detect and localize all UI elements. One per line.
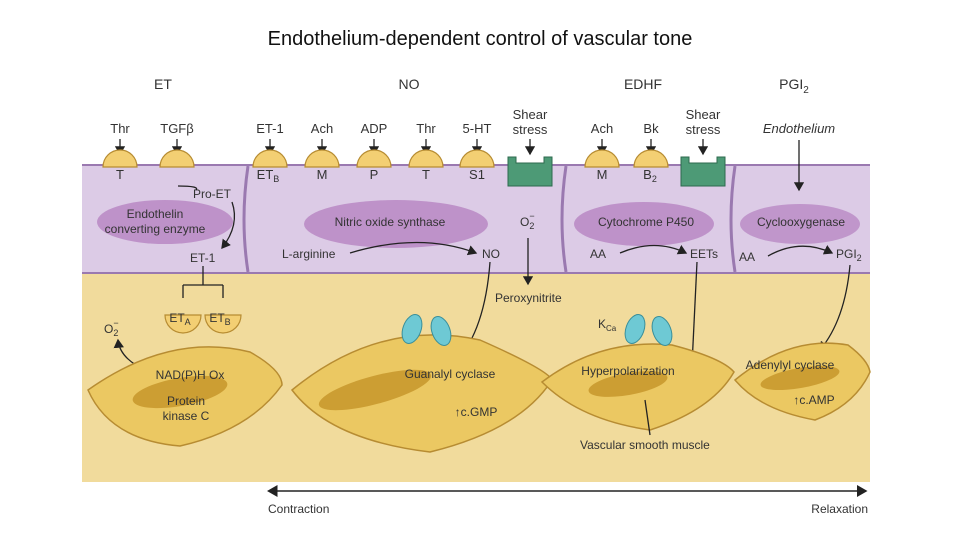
cell-junction	[560, 165, 568, 273]
slide-title: Endothelium-dependent control of vascula…	[267, 28, 693, 50]
stimulus-5ht: 5-HT	[463, 121, 492, 136]
receptor-tgf	[159, 149, 195, 168]
smooth-muscle-nucleus	[588, 371, 668, 397]
header-no: NO	[399, 76, 420, 92]
stimulus-shear-stress: Shear	[513, 107, 548, 122]
stimulus-shear-stress: stress	[686, 122, 721, 137]
pkc-label: kinase C	[163, 409, 210, 423]
superoxide-label: O2−	[104, 318, 119, 338]
endothelial-nucleus	[97, 200, 233, 244]
endothelial-nucleus	[740, 204, 860, 244]
receptor-p	[356, 149, 392, 168]
smooth-muscle-nucleus	[318, 369, 432, 411]
receptor-label: M	[317, 167, 328, 182]
cox-label: Cyclooxygenase	[757, 215, 845, 229]
ece-label: Endothelin	[127, 207, 184, 221]
endothelial-nucleus	[574, 202, 714, 246]
cell-junction	[729, 165, 737, 273]
receptor-etb	[204, 314, 242, 334]
cell-junction	[242, 165, 250, 273]
stimulus-et1: ET-1	[256, 121, 283, 136]
superoxide-label: O2−	[520, 211, 535, 231]
stimulus-adp: ADP	[361, 121, 388, 136]
adenylyl-cyclase-label: Adenylyl cyclase	[746, 358, 835, 372]
stimulus-shear-stress: stress	[513, 122, 548, 137]
ece-label: converting enzyme	[105, 222, 206, 236]
cgmp-label: ↑c.GMP	[455, 405, 498, 419]
endothelial-nucleus	[304, 200, 488, 248]
receptor-t	[408, 149, 444, 168]
camp-label: ↑c.AMP	[793, 393, 834, 407]
receptor-label: S1	[469, 167, 485, 182]
vascular-smooth-muscle-label: Vascular smooth muscle	[580, 438, 710, 452]
shear-sensor	[680, 156, 726, 187]
receptor-label: M	[597, 167, 608, 182]
kca-label: KCa	[598, 317, 617, 333]
pgi2-label: PGI2	[836, 247, 862, 263]
receptor-eta	[164, 314, 202, 334]
vsm-pointer	[644, 399, 651, 436]
guanylyl-cyclase-label: Guanalyl cyclase	[405, 367, 496, 381]
smooth-muscle-nucleus	[760, 365, 840, 391]
ion-channel	[401, 314, 423, 344]
receptor-m	[304, 149, 340, 168]
stimulus-endothelium: Endothelium	[763, 121, 835, 136]
header-edhf: EDHF	[624, 76, 662, 92]
nos-label: Nitric oxide synthase	[335, 215, 446, 229]
header-pgi2: PGI2	[779, 76, 809, 96]
receptor-label: P	[370, 167, 379, 182]
aa-label: AA	[590, 247, 606, 261]
axis-label-contraction: Contraction	[268, 502, 329, 516]
stimulus-shear-stress: Shear	[686, 107, 721, 122]
nadph-oxidase-label: NAD(P)H Ox	[156, 368, 225, 382]
axis-label-relaxation: Relaxation	[811, 502, 868, 516]
receptor-label: ETB	[257, 167, 280, 184]
smooth-muscle-nucleus	[132, 375, 228, 409]
pro-et-label: Pro-ET	[193, 187, 232, 201]
kca-channel	[651, 316, 673, 346]
receptor-label: T	[116, 167, 124, 182]
peroxynitrite-label: Peroxynitrite	[495, 291, 562, 305]
eets-label: EETs	[690, 247, 718, 261]
pkc-label: Protein	[167, 394, 205, 408]
stimulus-tgf: TGFβ	[160, 121, 193, 136]
stimulus-bk: Bk	[643, 121, 659, 136]
stimulus-thr: Thr	[110, 121, 130, 136]
receptor-t	[102, 149, 138, 168]
receptor-label: ETA	[169, 311, 190, 327]
cyp-label: Cytochrome P450	[598, 215, 694, 229]
receptor-m	[584, 149, 620, 168]
stimulus-thr: Thr	[416, 121, 436, 136]
header-et: ET	[154, 76, 172, 92]
receptor-label: B2	[643, 167, 657, 184]
stimulus-ach: Ach	[311, 121, 333, 136]
receptor-label: ETB	[209, 311, 230, 327]
receptor-etb	[252, 149, 288, 168]
aa-label: AA	[739, 250, 755, 264]
kca-channel	[624, 314, 646, 344]
receptor-s1	[459, 149, 495, 168]
et1-output-label: ET-1	[190, 251, 216, 265]
l-arginine-label: L-arginine	[282, 247, 336, 261]
ion-channel	[430, 316, 452, 346]
receptor-label: T	[422, 167, 430, 182]
receptor-b2	[633, 149, 669, 168]
shear-sensor	[507, 156, 553, 187]
no-label: NO	[482, 247, 500, 261]
stimulus-ach: Ach	[591, 121, 613, 136]
hyperpolarization-label: Hyperpolarization	[581, 364, 674, 378]
